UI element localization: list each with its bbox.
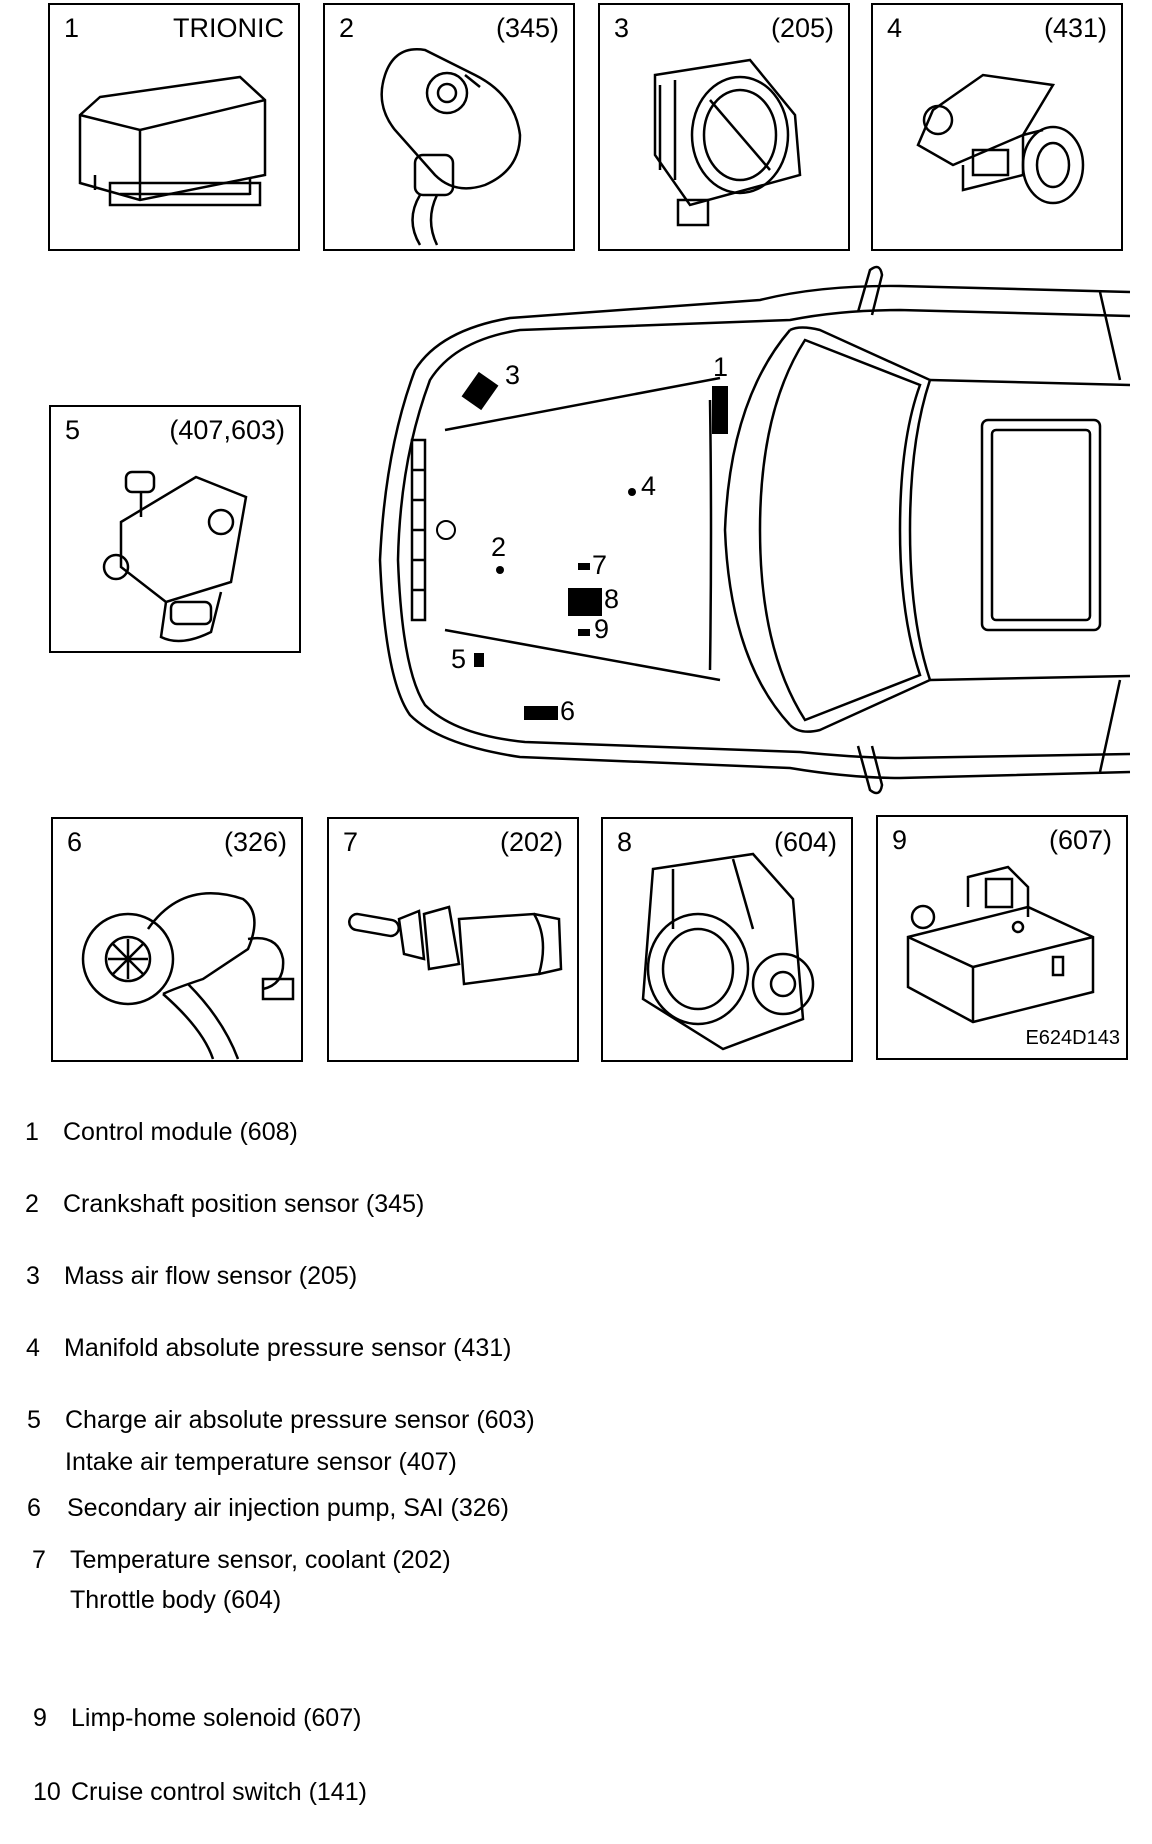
legend-item-10: 10 Cruise control switch (141) — [33, 1778, 367, 1807]
marker-shape-6 — [524, 706, 558, 720]
legend-item-4: 4 Manifold absolute pressure sensor (431) — [26, 1334, 511, 1363]
panel-number: 8 — [617, 827, 633, 857]
legend-text: Secondary air injection pump, SAI (326) — [67, 1494, 509, 1522]
panel-number: 6 — [67, 827, 83, 857]
legend-item-2: 2 Crankshaft position sensor (345) — [25, 1190, 424, 1219]
legend-item-3: 3 Mass air flow sensor (205) — [26, 1262, 357, 1291]
legend-item-6: 6 Secondary air injection pump, SAI (326) — [27, 1494, 509, 1523]
legend-number: 1 — [25, 1118, 39, 1146]
mass-air-flow-sensor-icon — [653, 58, 802, 227]
panel-code: TRIONIC — [173, 13, 284, 43]
panel-number: 4 — [887, 13, 903, 43]
panel-code: (202) — [499, 827, 563, 857]
legend-text: Limp-home solenoid (607) — [71, 1704, 362, 1732]
panel-code: (431) — [1043, 13, 1107, 43]
charge-air-sensor-icon — [102, 470, 248, 643]
marker-label-3: 3 — [505, 360, 521, 390]
legend-text: Temperature sensor, coolant (202) — [70, 1546, 451, 1574]
legend-text: Throttle body (604) — [70, 1586, 282, 1614]
panel-7: 7 (202) — [327, 817, 579, 1062]
panel-code: (407,603) — [169, 415, 285, 445]
marker-shape-4 — [628, 488, 636, 496]
panel-9: 9 (607) E624D143 — [876, 815, 1128, 1060]
marker-shape-1 — [712, 386, 728, 434]
marker-shape-2 — [496, 566, 504, 574]
marker-label-6: 6 — [560, 696, 576, 726]
legend-item-5b: Intake air temperature sensor (407) — [27, 1448, 457, 1477]
panel-code: (345) — [495, 13, 559, 43]
legend-item-9: 9 Limp-home solenoid (607) — [33, 1704, 361, 1733]
legend-item-1: 1 Control module (608) — [25, 1118, 298, 1147]
legend-number: 2 — [25, 1190, 39, 1218]
sai-pump-icon — [81, 892, 295, 1060]
panel-code: (607) — [1048, 825, 1112, 855]
legend-number: 3 — [26, 1262, 40, 1290]
panel-code: (604) — [773, 827, 837, 857]
panel-number: 9 — [892, 825, 908, 855]
marker-label-5: 5 — [451, 644, 467, 674]
control-module-icon — [78, 75, 267, 207]
panel-3: 3 (205) — [598, 3, 850, 251]
panel-1: 1 TRIONIC — [48, 3, 300, 251]
panel-number: 1 — [64, 13, 80, 43]
marker-label-2: 2 — [491, 532, 507, 562]
panel-5: 5 (407,603) — [49, 405, 301, 653]
legend-number: 5 — [27, 1406, 41, 1434]
legend-text: Charge air absolute pressure sensor (603… — [65, 1406, 535, 1434]
marker-label-4: 4 — [641, 471, 657, 501]
marker-label-1: 1 — [713, 352, 729, 382]
panel-number: 5 — [65, 415, 81, 445]
legend-number: 4 — [26, 1334, 40, 1362]
car-top-view — [378, 265, 1131, 795]
legend-text: Control module (608) — [63, 1118, 298, 1146]
marker-shape-7 — [578, 563, 590, 570]
throttle-body-icon — [641, 852, 815, 1051]
legend-number: 9 — [33, 1704, 47, 1732]
legend-text: Intake air temperature sensor (407) — [65, 1448, 457, 1476]
panel-8: 8 (604) — [601, 817, 853, 1062]
legend-text: Manifold absolute pressure sensor (431) — [64, 1334, 512, 1362]
panel-number: 2 — [339, 13, 355, 43]
marker-shape-3 — [461, 371, 499, 411]
panel-number: 7 — [343, 827, 359, 857]
panel-code: (205) — [770, 13, 834, 43]
coolant-temp-sensor-icon — [348, 905, 563, 986]
legend-text: Cruise control switch (141) — [71, 1778, 367, 1806]
legend-number: 10 — [33, 1778, 61, 1806]
marker-shape-5 — [474, 653, 484, 667]
legend-text: Mass air flow sensor (205) — [64, 1262, 358, 1290]
marker-shape-9 — [578, 629, 590, 636]
marker-label-8: 8 — [604, 584, 620, 614]
marker-shape-8 — [568, 588, 602, 616]
limp-home-solenoid-icon — [906, 865, 1095, 1024]
legend-number: 7 — [32, 1546, 46, 1574]
marker-label-9: 9 — [594, 614, 610, 644]
legend-item-5: 5 Charge air absolute pressure sensor (60… — [27, 1406, 535, 1435]
panel-6: 6 (326) — [51, 817, 303, 1062]
panel-number: 3 — [614, 13, 630, 43]
panel-2: 2 (345) — [323, 3, 575, 251]
legend-text: Crankshaft position sensor (345) — [63, 1190, 425, 1218]
marker-label-7: 7 — [592, 550, 608, 580]
panel-4: 4 (431) — [871, 3, 1123, 251]
legend-item-7: 7 Temperature sensor, coolant (202) — [32, 1546, 451, 1575]
panel-code: (326) — [223, 827, 287, 857]
legend-number: 6 — [27, 1494, 41, 1522]
crankshaft-sensor-icon — [380, 48, 522, 246]
legend-item-7b: Throttle body (604) — [32, 1586, 281, 1615]
map-sensor-icon — [916, 73, 1085, 205]
figure-reference: E624D143 — [1025, 1027, 1120, 1049]
